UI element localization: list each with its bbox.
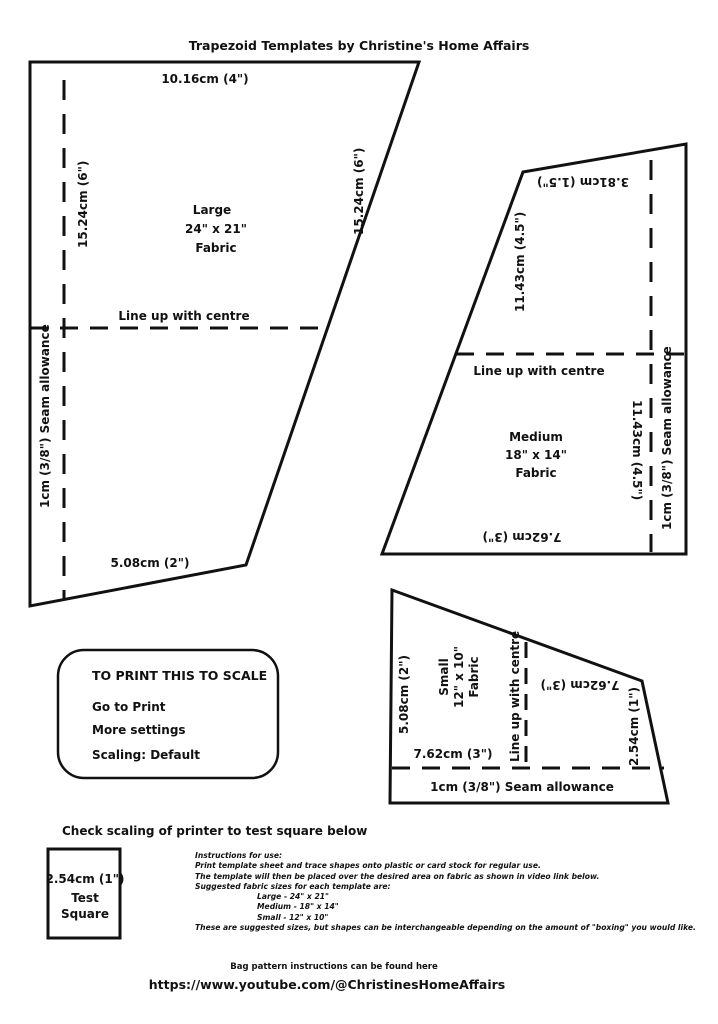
- instructions-line4: These are suggested sizes, but shapes ca…: [195, 923, 696, 933]
- large-bottom-label: 5.08cm (2"): [110, 556, 190, 570]
- medium-fabric: Fabric: [515, 466, 557, 480]
- medium-right-label: 11.43cm (4.5"): [630, 400, 644, 501]
- large-trapezoid: [28, 60, 422, 608]
- large-seam-label: 1cm (3/8") Seam allowance: [38, 324, 52, 508]
- medium-top-label: 3.81cm (1.5"): [537, 175, 629, 189]
- large-name: Large: [192, 203, 232, 217]
- medium-size: 18" x 14": [505, 448, 567, 462]
- instructions-line3: Suggested fabric sizes for each template…: [195, 881, 391, 891]
- print-box-outline: [56, 648, 280, 780]
- test-square-outline: [46, 847, 122, 940]
- page-title: Trapezoid Templates by Christine's Home …: [188, 38, 530, 53]
- instructions-heading: Instructions for use:: [195, 851, 283, 860]
- test-square-line2: Square: [61, 907, 109, 921]
- small-name: Small: [437, 658, 451, 696]
- large-left-label: 15.24cm (6"): [76, 160, 90, 248]
- small-seam-label: 1cm (3/8") Seam allowance: [430, 780, 614, 794]
- small-inner-bottom-label: 7.62cm (3"): [413, 747, 493, 761]
- print-box-line1: Go to Print: [92, 700, 166, 714]
- instructions-size1: Large - 24" x 21": [257, 892, 329, 902]
- large-fabric: Fabric: [195, 241, 237, 255]
- instructions-size3: Small - 12" x 10": [257, 912, 329, 922]
- print-box-line2: More settings: [92, 723, 186, 737]
- print-box-line3: Scaling: Default: [92, 748, 200, 762]
- small-right-label: 2.54cm (1"): [627, 687, 641, 766]
- large-slant-label: 15.24cm (6"): [352, 147, 366, 235]
- test-square-size: 2.54cm (1"): [45, 872, 125, 886]
- medium-trapezoid: [379, 142, 688, 556]
- print-box-heading: TO PRINT THIS TO SCALE: [92, 668, 268, 683]
- small-centre-label: Line up with centre: [508, 630, 522, 762]
- instructions-block: Instructions for use: Print template she…: [195, 851, 696, 933]
- test-square-line1: Test: [71, 891, 99, 905]
- large-size: 24" x 21": [185, 222, 247, 236]
- small-name-block: Small 12" x 10" Fabric: [437, 646, 482, 708]
- instructions-size2: Medium - 18" x 14": [257, 902, 339, 912]
- medium-bottom-label: 7.62cm (3"): [482, 530, 562, 544]
- small-left-label: 5.08cm (2"): [397, 655, 411, 734]
- small-top-right-label: 7.62cm (3"): [540, 678, 620, 692]
- instructions-line1: Print template sheet and trace shapes on…: [195, 861, 541, 871]
- small-size: 12" x 10": [452, 646, 466, 708]
- large-top-label: 10.16cm (4"): [161, 72, 249, 86]
- footer-url-link[interactable]: https://www.youtube.com/@ChristinesHomeA…: [148, 977, 506, 992]
- footer-note: Bag pattern instructions can be found he…: [230, 962, 438, 972]
- instructions-line2: The template will then be placed over th…: [195, 871, 600, 881]
- medium-seam-label: 1cm (3/8") Seam allowance: [660, 346, 674, 530]
- medium-left-label: 11.43cm (4.5"): [513, 211, 527, 312]
- medium-name: Medium: [509, 430, 563, 444]
- medium-centre-label: Line up with centre: [473, 364, 605, 378]
- small-trapezoid: [388, 587, 670, 805]
- check-scaling-text: Check scaling of printer to test square …: [62, 824, 368, 838]
- large-centre-label: Line up with centre: [118, 309, 250, 323]
- small-fabric: Fabric: [467, 656, 481, 698]
